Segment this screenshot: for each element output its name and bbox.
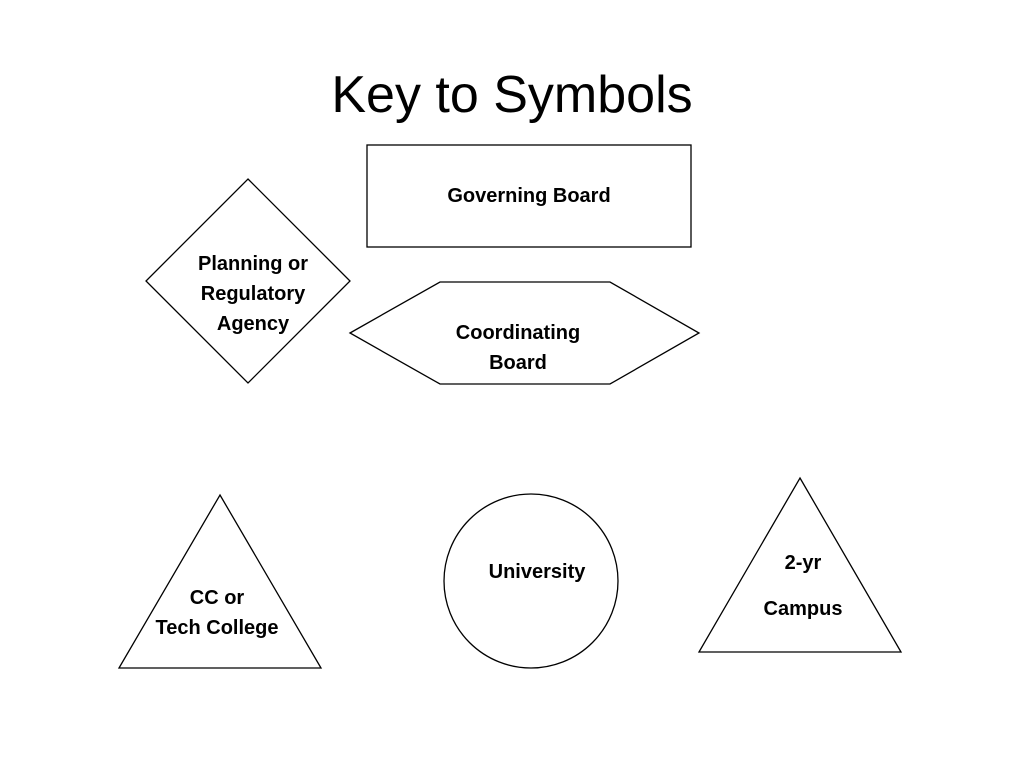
slide-title: Key to Symbols: [331, 66, 693, 124]
two-yr-label-line1: 2-yr: [784, 552, 822, 574]
cc-tech-college-triangle: [117, 493, 323, 669]
two-yr-label-line2: Campus: [763, 598, 843, 620]
cc-tech-college-label: CC or Tech College: [155, 587, 279, 639]
planning-agency-diamond: [145, 178, 351, 384]
university-label: University: [488, 561, 586, 583]
two-yr-campus-triangle: [697, 476, 903, 653]
coordinating-board-label: Coordinating Board: [455, 322, 581, 374]
governing-board-rectangle: [366, 144, 692, 248]
university-circle: [443, 493, 619, 669]
governing-board-label: Governing Board: [447, 185, 611, 207]
coordinating-board-hexagon: [348, 281, 701, 385]
planning-agency-label: Planning or Regulatory Agency: [198, 253, 308, 335]
